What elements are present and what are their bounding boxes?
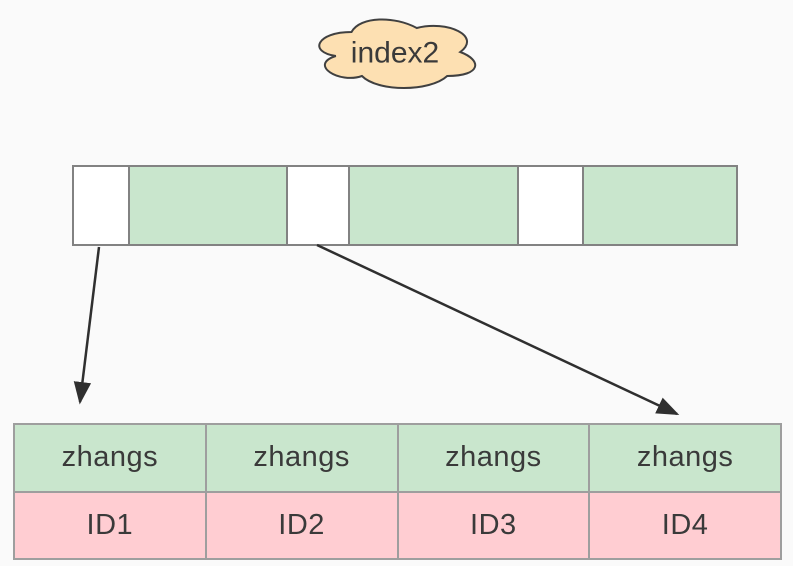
bar-segment-empty	[516, 167, 583, 244]
table-cell-id: ID1	[15, 492, 205, 558]
bar-segment-filled	[582, 167, 736, 244]
table-cell-name: zhangs	[590, 425, 780, 491]
bar-segment-filled	[348, 167, 517, 244]
record-table: zhangs zhangs zhangs zhangs ID1 ID2 ID3 …	[13, 423, 782, 560]
arrow-to-id4	[316, 243, 680, 416]
cloud-shape: index2	[318, 18, 477, 89]
table-cell-name: zhangs	[206, 425, 397, 491]
table-cell-id: ID2	[206, 492, 397, 558]
index-bar	[72, 165, 738, 246]
bar-segment-empty	[74, 167, 128, 244]
bar-segment-empty	[286, 167, 349, 244]
table-cell-id: ID3	[398, 492, 589, 558]
table-cell-name: zhangs	[15, 425, 205, 491]
cloud-label: index2	[351, 37, 439, 70]
bar-segment-filled	[127, 167, 287, 244]
table-cell-name: zhangs	[398, 425, 589, 491]
arrow-to-id1	[73, 246, 101, 405]
cloud-outline-icon	[318, 18, 477, 89]
table-cell-id: ID4	[590, 492, 780, 558]
